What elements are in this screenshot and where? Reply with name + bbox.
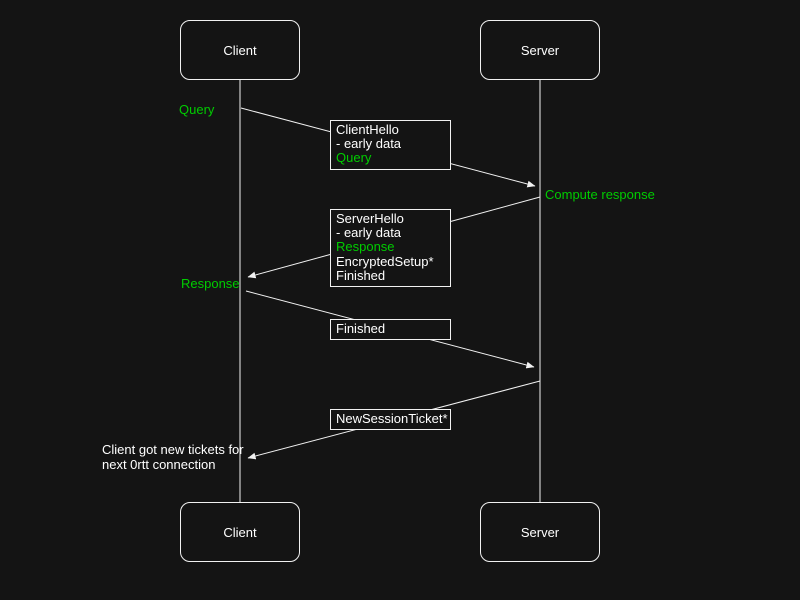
actor-client-top-label: Client bbox=[223, 42, 257, 58]
note-line-2: next 0rtt connection bbox=[102, 457, 216, 472]
actor-server-bottom-label: Server bbox=[520, 524, 560, 540]
finished-line: Finished bbox=[336, 321, 386, 336]
actor-server-top-label: Server bbox=[520, 42, 560, 58]
new-session-ticket-line: NewSessionTicket* bbox=[336, 411, 448, 426]
actor-server-bottom: Server bbox=[480, 502, 600, 562]
label-compute-response: Compute response bbox=[545, 187, 655, 202]
note-new-tickets: Client got new tickets for next 0rtt con… bbox=[102, 442, 244, 472]
label-response: Response bbox=[181, 276, 240, 291]
message-box-new-session-ticket: NewSessionTicket* bbox=[330, 409, 451, 431]
server-hello-line: EncryptedSetup* bbox=[336, 253, 434, 269]
client-hello-line: - early data bbox=[336, 136, 402, 152]
actor-client-bottom-label: Client bbox=[223, 524, 257, 540]
server-hello-line: Response bbox=[336, 239, 395, 255]
actor-server-top: Server bbox=[480, 20, 600, 80]
note-line-1: Client got new tickets for bbox=[102, 442, 244, 457]
message-box-client-hello: ClientHello - early data Query bbox=[330, 120, 451, 170]
server-hello-line: Finished bbox=[336, 267, 386, 283]
client-hello-line: Query bbox=[336, 150, 372, 166]
message-box-server-hello: ServerHello - early data Response Encryp… bbox=[330, 209, 451, 288]
server-hello-line: ServerHello bbox=[336, 211, 404, 226]
server-hello-line: - early data bbox=[336, 225, 402, 241]
client-hello-line: ClientHello bbox=[336, 122, 399, 137]
actor-client-top: Client bbox=[180, 20, 300, 80]
label-query: Query bbox=[179, 102, 215, 117]
message-box-finished: Finished bbox=[330, 319, 451, 341]
actor-client-bottom: Client bbox=[180, 502, 300, 562]
